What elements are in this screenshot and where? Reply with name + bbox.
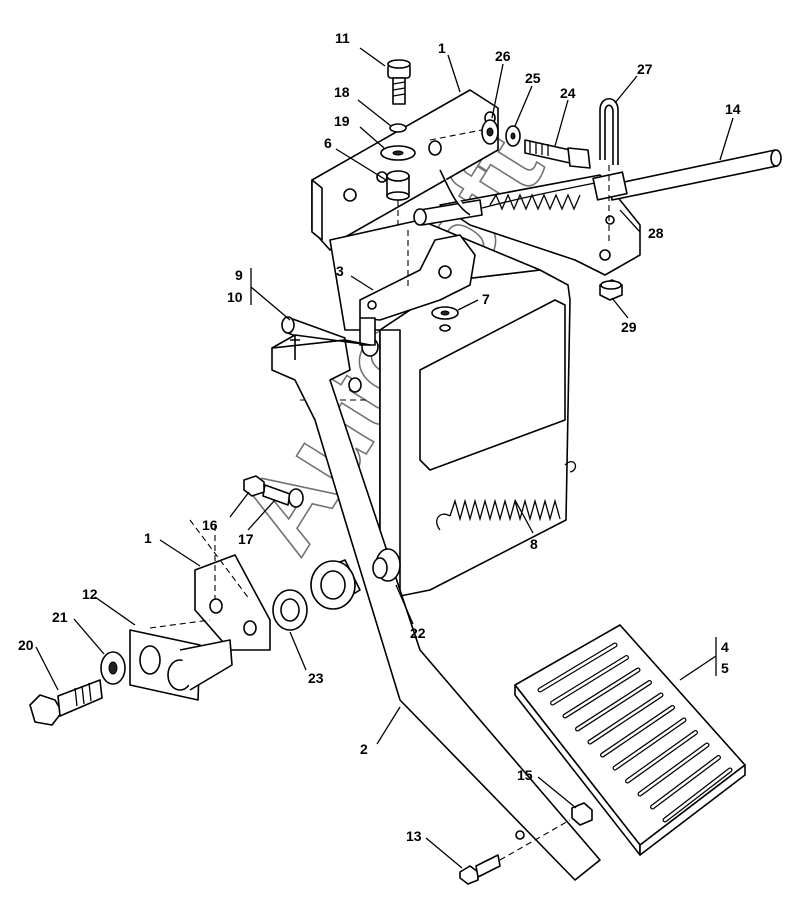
callout-22: 22 xyxy=(410,625,426,641)
nut-15 xyxy=(571,802,593,826)
pedal-pad-ridge-highlight xyxy=(638,743,709,796)
callout-5: 5 xyxy=(721,660,729,676)
bolt-13 xyxy=(459,854,501,885)
callout-11: 11 xyxy=(335,30,350,46)
callout-25: 25 xyxy=(525,70,541,86)
bushing-22 xyxy=(372,548,401,582)
pedal-pad xyxy=(514,624,746,856)
callout-23: 23 xyxy=(308,670,324,686)
callout-1-upper: 1 xyxy=(438,40,446,56)
pedal-pad-ridge-highlight xyxy=(663,768,732,822)
callout-18: 18 xyxy=(334,84,350,100)
clevis-pin xyxy=(599,97,619,245)
callout-6: 6 xyxy=(324,135,332,151)
callout-21: 21 xyxy=(52,609,68,625)
callout-27: 27 xyxy=(637,61,653,77)
callout-13: 13 xyxy=(406,828,422,844)
return-spring xyxy=(436,460,577,531)
callout-19: 19 xyxy=(334,113,350,129)
callout-10: 10 xyxy=(227,289,243,305)
callout-28: 28 xyxy=(648,225,664,241)
callout-26: 26 xyxy=(495,48,511,64)
callout-7: 7 xyxy=(482,291,490,307)
callout-16: 16 xyxy=(202,517,218,533)
bolt-24 xyxy=(524,139,591,169)
pedal-pad-ridge-highlight xyxy=(551,656,628,705)
bolt-11 xyxy=(387,59,411,105)
nut-29 xyxy=(599,279,623,301)
spacer-plate-12 xyxy=(129,629,233,701)
pedal-pad-ridge-highlight xyxy=(563,668,640,718)
bushing-6 xyxy=(386,170,410,201)
pedal-pad-ridge-highlight xyxy=(576,681,651,731)
pedal-pad-ridge-highlight xyxy=(588,693,663,744)
cable-rod-with-spring xyxy=(413,169,601,226)
callout-2: 2 xyxy=(360,741,368,757)
washer-19 xyxy=(380,145,416,161)
pedal-pad-ridge-highlight xyxy=(651,756,720,809)
washer-26 xyxy=(481,119,499,145)
lock-washer-18 xyxy=(389,123,407,133)
callout-20: 20 xyxy=(18,637,34,653)
leader-lines xyxy=(35,47,734,869)
washer-21 xyxy=(100,651,126,685)
brake-cable xyxy=(592,149,782,201)
spacer-large xyxy=(310,559,361,610)
mounting-bracket-upper xyxy=(311,89,499,251)
callout-17: 17 xyxy=(238,531,254,547)
callout-14: 14 xyxy=(725,101,741,117)
pedal-pad-ridge-highlight xyxy=(601,706,674,757)
pedal-pad-ridge-highlight xyxy=(626,731,697,783)
callout-9: 9 xyxy=(235,267,243,283)
mounting-bracket-lower xyxy=(189,519,271,651)
bushing-23 xyxy=(272,589,308,631)
washer-25 xyxy=(505,125,521,147)
callout-4: 4 xyxy=(721,639,729,655)
callout-24: 24 xyxy=(560,85,576,101)
callout-15: 15 xyxy=(517,767,533,783)
washer-7 xyxy=(431,306,459,332)
callout-labels: 11 1 26 25 24 27 14 18 19 6 28 3 9 10 7 … xyxy=(18,30,741,844)
callout-3: 3 xyxy=(336,263,344,279)
callout-12: 12 xyxy=(82,586,98,602)
bolt-20 xyxy=(29,679,103,726)
pedal-pad-ridge-highlight xyxy=(538,643,617,692)
callout-1-lower: 1 xyxy=(144,530,152,546)
callout-29: 29 xyxy=(621,319,637,335)
pedal-arm xyxy=(271,334,601,881)
callout-8: 8 xyxy=(530,536,538,552)
nut-16 xyxy=(243,475,265,497)
pedal-pad-ridge-highlight xyxy=(613,718,686,770)
